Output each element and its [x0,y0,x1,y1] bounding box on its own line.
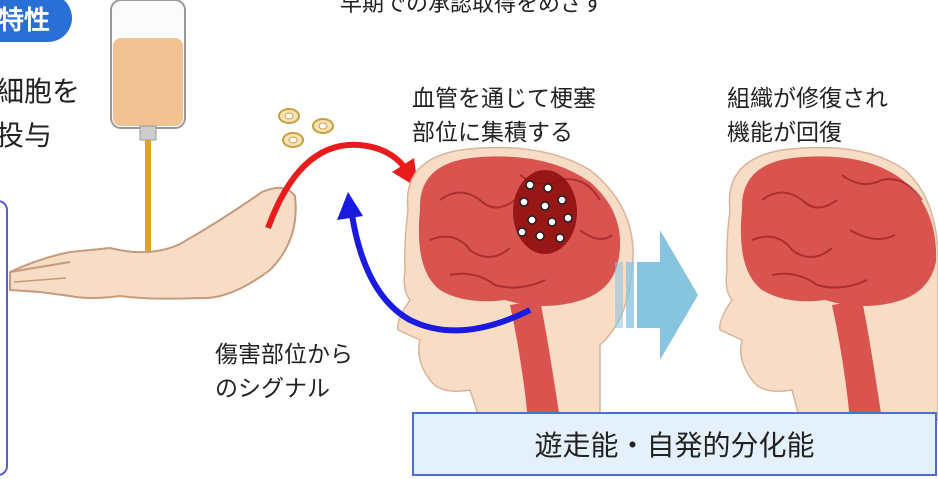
properties-label: 遊走能・自発的分化能 [534,429,815,462]
recover-line-2: 機能が回復 [727,120,842,146]
administer-cells-text: 細胞を 投与 [0,70,80,158]
process-arrow [615,230,698,360]
administer-line-2: 投与 [0,119,53,152]
brain-head-icon [397,146,634,421]
blue-arrow [337,192,532,334]
administer-line-1: 細胞を [0,75,81,108]
recover-line-1: 組織が修復され [727,86,888,112]
cell-cluster-icon [278,108,334,148]
feature-badge: 特性 [0,0,72,42]
recovered-brain-head-icon [719,146,938,421]
accumulate-line-2: 部位に集積する [412,120,573,146]
accumulate-line-1: 血管を通じて梗塞 [412,86,596,112]
iv-bag-icon [110,0,216,284]
signal-label: 傷害部位から のシグナル [215,338,353,406]
signal-line-2: のシグナル [215,376,330,402]
accumulate-label: 血管を通じて梗塞 部位に集積する [412,82,596,150]
feature-badge-label: 特性 [0,5,50,36]
arm-icon [9,186,297,300]
signal-line-1: 傷害部位から [215,342,353,368]
page-title: 早期での承認取得をめざす [340,0,605,17]
recover-label: 組織が修復され 機能が回復 [727,82,888,150]
left-panel-border [0,200,8,476]
properties-box: 遊走能・自発的分化能 [412,412,937,476]
